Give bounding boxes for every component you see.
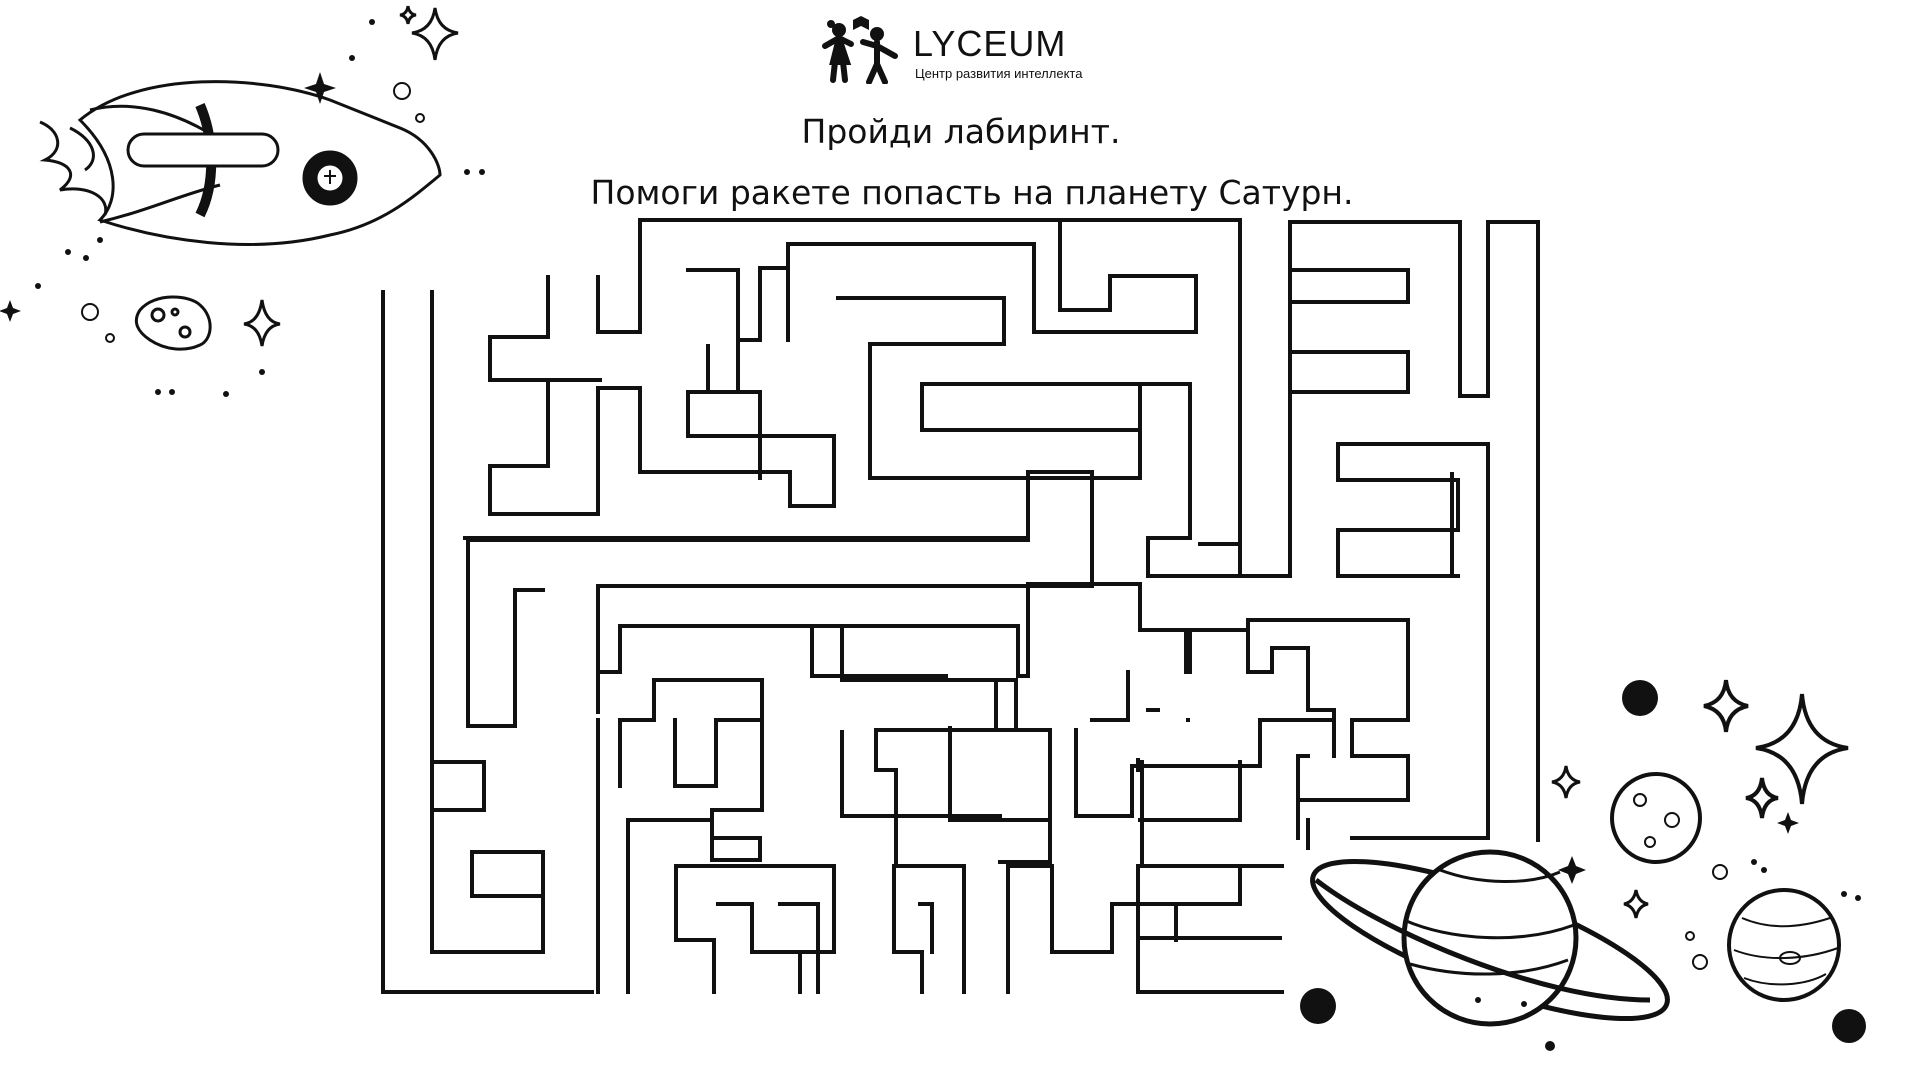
maze-wall <box>1246 618 1336 758</box>
maze-wall <box>1014 678 1052 822</box>
maze-wall <box>892 864 924 994</box>
maze-wall <box>920 382 1192 432</box>
maze-wall <box>778 902 820 994</box>
maze-wall <box>810 624 948 682</box>
moon-icon <box>1685 864 1728 970</box>
instruction-line-1: Пройди лабиринт. <box>801 112 1121 151</box>
maze-wall <box>1288 220 1410 394</box>
maze-wall <box>1074 718 1332 818</box>
rocket-icon <box>39 80 442 246</box>
maze-wall <box>894 814 1002 864</box>
maze-outer-wall-left <box>381 290 594 994</box>
asteroid-icon <box>134 295 212 351</box>
logo-name: LYCEUM <box>913 23 1067 64</box>
maze-wall <box>1090 670 1130 722</box>
maze-wall <box>470 850 545 954</box>
maze-wall <box>1138 760 1242 822</box>
maze-wall <box>618 678 764 722</box>
maze-wall <box>1336 442 1490 840</box>
maze-wall <box>892 864 966 994</box>
jupiter-icon <box>1727 888 1841 1002</box>
maze-wall <box>918 902 934 954</box>
maze-wall <box>1140 760 1246 868</box>
sparkle-icon <box>1551 679 1849 919</box>
maze-wall <box>840 624 1018 818</box>
maze-wall <box>470 850 545 898</box>
maze-wall <box>1238 220 1292 578</box>
lyceum-children-icon <box>822 16 898 84</box>
maze-wall <box>488 275 836 516</box>
maze-wall <box>786 220 1198 334</box>
saturn-icon <box>1310 849 1670 1027</box>
maze-wall <box>596 218 642 334</box>
maze-wall <box>710 678 764 862</box>
maze-wall <box>466 538 545 728</box>
maze-wall <box>430 760 486 812</box>
maze-wall <box>596 624 622 714</box>
maze-wall <box>430 290 545 954</box>
instruction-line-2: Помоги ракете попасть на планету Сатурн. <box>590 173 1354 212</box>
moon-icon <box>81 82 425 343</box>
maze-wall <box>706 344 762 480</box>
logo-tagline: Центр развития интеллекта <box>915 66 1083 81</box>
maze-wall <box>463 470 1106 678</box>
maze-wall <box>674 864 716 994</box>
sparkle-icon <box>243 5 459 347</box>
star-icon <box>1558 812 1799 884</box>
maze-wall <box>1006 864 1284 954</box>
maze-wall <box>674 864 836 994</box>
maze-wall <box>716 902 800 954</box>
moon-icon <box>1610 772 1702 864</box>
lyceum-logo: LYCEUM Центр развития интеллекта <box>815 8 1095 84</box>
maze-wall <box>673 718 762 788</box>
star-icon <box>0 72 336 322</box>
